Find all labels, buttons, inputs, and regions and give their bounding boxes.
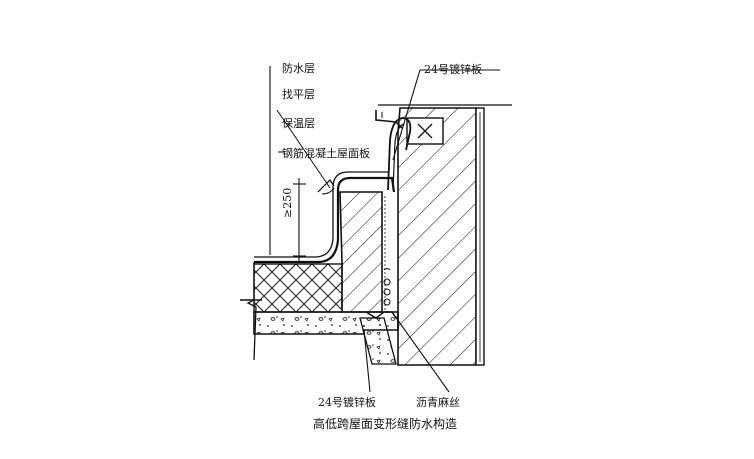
label-sheet-top: 24号镀锌板: [424, 63, 482, 76]
waterproof-membrane: [254, 176, 396, 264]
upper-flashing: [375, 110, 403, 129]
high-wall: [397, 107, 477, 366]
label-asphalt-hemp: 沥青麻丝: [416, 396, 460, 409]
insulation-layer: [253, 263, 343, 313]
leader-leveling: [276, 109, 331, 189]
dimension-text: ≥250: [281, 187, 294, 218]
dimension-line: [293, 178, 306, 262]
label-leveling: 找平层: [282, 88, 315, 101]
sheet-bottom-leader: [363, 329, 371, 393]
label-insulation: 保温层: [282, 117, 315, 130]
break-line: [246, 262, 257, 361]
sheet-top-leader: [392, 69, 421, 161]
label-waterproof: 防水层: [282, 62, 315, 75]
label-slab: 钢筋混凝土屋面板: [282, 147, 370, 160]
flashing-hook: [387, 117, 412, 191]
low-parapet: [339, 191, 383, 313]
label-sheet-bottom: 24号镀锌板: [318, 396, 376, 409]
hemp-leader: [391, 311, 450, 393]
figure-caption: 高低跨屋面变形缝防水构造: [313, 417, 458, 431]
asphalt-hemp-fill: [383, 268, 391, 306]
